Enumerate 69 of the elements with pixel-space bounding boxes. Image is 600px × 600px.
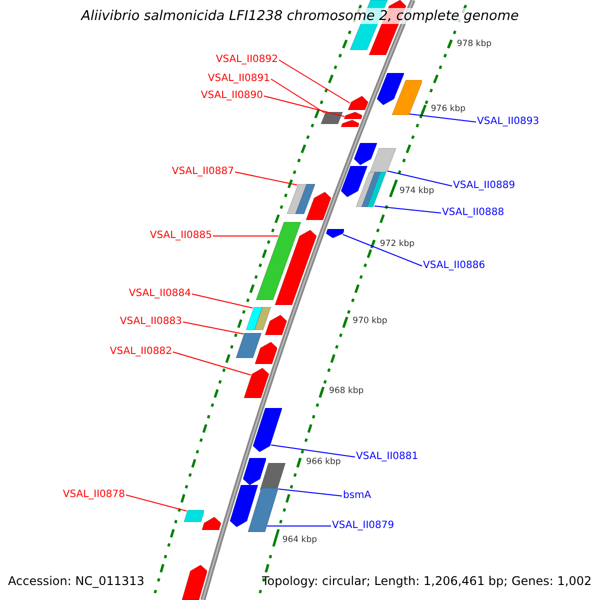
gene-segment — [376, 73, 404, 105]
gene-block — [236, 333, 262, 358]
gene-segment — [326, 229, 344, 238]
gene-segment — [255, 342, 278, 364]
scale-label: 968 kbp — [329, 386, 364, 397]
leader-line — [172, 352, 252, 376]
gene-block — [370, 148, 396, 172]
scale-label: 976 kbp — [430, 104, 466, 115]
gene-block — [256, 222, 301, 300]
scale-label: 964 kbp — [282, 535, 317, 546]
gene-block — [246, 307, 271, 330]
gene-segment — [182, 565, 208, 600]
leader-line — [264, 96, 345, 117]
gene-segment — [354, 143, 377, 165]
gene-segment — [306, 192, 331, 220]
gene-segment — [230, 485, 258, 527]
gene-block — [184, 510, 204, 522]
gene-label: VSAL_II0888 — [442, 206, 504, 220]
gene-label: bsmA — [343, 489, 372, 503]
gene-label: VSAL_II0886 — [423, 259, 486, 273]
gene-label: VSAL_II0881 — [356, 450, 418, 464]
leader-line — [387, 170, 452, 186]
leader-line — [278, 488, 342, 496]
gene-segment — [242, 458, 266, 485]
scale-label: 974 kbp — [399, 186, 434, 197]
scale-label: 970 kbp — [352, 316, 388, 327]
info-text: Topology: circular; Length: 1,206,461 bp; Genes: 1,002 — [262, 574, 592, 588]
gene-label: VSAL_II0879 — [332, 519, 394, 533]
gene-segment — [348, 96, 368, 110]
gene-segment — [244, 368, 269, 398]
gene-label: VSAL_II0878 — [62, 488, 125, 502]
title: Aliivibrio salmonicida LFI1238 chromosome 2, complete genome — [81, 8, 519, 24]
info-text: Accession: NC_011313 — [8, 574, 144, 588]
leader-line — [234, 172, 298, 186]
gene-label: VSAL_II0893 — [477, 115, 540, 129]
gene-label: VSAL_II0887 — [172, 165, 234, 179]
gene-block — [321, 112, 343, 124]
gene-label: VSAL_II0890 — [200, 89, 263, 103]
gene-segment — [264, 315, 287, 335]
gene-segment — [340, 120, 360, 127]
gene-block — [248, 488, 278, 532]
leader-line — [182, 322, 244, 334]
gene-segment — [253, 408, 282, 452]
gene-segment — [344, 112, 362, 119]
scale-label: 978 kbp — [456, 39, 492, 50]
gene-block — [356, 172, 387, 207]
gene-block — [260, 463, 286, 490]
gene-segment — [275, 230, 317, 305]
gene-segment — [341, 166, 368, 197]
leader-line — [408, 114, 476, 122]
leader-line — [270, 444, 356, 458]
leader-line — [374, 206, 442, 214]
leader-line — [126, 494, 188, 512]
gene-label: VSAL_II0882 — [110, 345, 172, 359]
gene-label: VSAL_II0884 — [128, 287, 191, 301]
gene-segment — [202, 517, 222, 530]
gene-label: VSAL_II0885 — [150, 229, 212, 243]
leader-line — [192, 294, 254, 308]
gene-label: VSAL_II0891 — [208, 72, 270, 86]
leader-line — [342, 234, 422, 266]
leader-line — [270, 78, 326, 114]
gene-block — [392, 80, 422, 115]
gene-block — [286, 184, 316, 214]
gene-label: VSAL_II0892 — [216, 53, 278, 67]
scale-label: 966 kbp — [306, 457, 341, 468]
gene-label: VSAL_II0883 — [120, 315, 182, 329]
scale-label: 972 kbp — [380, 239, 415, 250]
gene-label: VSAL_II0889 — [453, 179, 516, 193]
leader-line — [278, 60, 350, 104]
